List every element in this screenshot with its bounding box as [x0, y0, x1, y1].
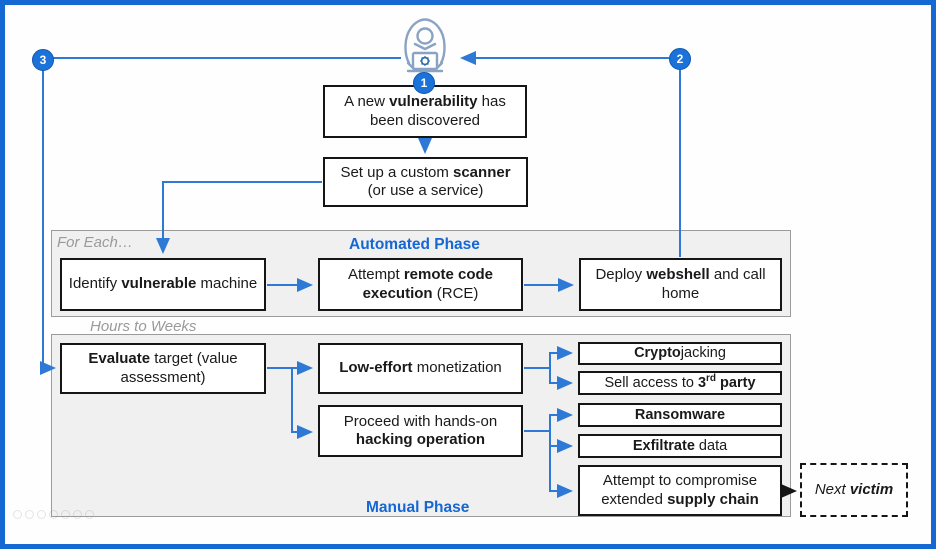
node-identify-vulnerable-machine: Identify vulnerable machine: [60, 258, 266, 311]
node-low-effort-monetization: Low-effort monetization: [318, 343, 523, 394]
node-attempt-rce: Attempt remote code execution (RCE): [318, 258, 523, 311]
node-exfiltrate-data: Exfiltrate data: [578, 434, 782, 458]
node-setup-scanner: Set up a custom scanner (or use a servic…: [323, 157, 528, 207]
automated-phase-label: Automated Phase: [349, 236, 480, 253]
node-ransomware: Ransomware: [578, 403, 782, 427]
node-hands-on-hacking: Proceed with hands-on hacking operation: [318, 405, 523, 457]
gear-icon: [420, 56, 430, 66]
watermark: [13, 510, 94, 519]
hours-to-weeks-label: Hours to Weeks: [90, 318, 197, 335]
for-each-label: For Each…: [57, 234, 133, 251]
step-badge-2: 2: [669, 48, 691, 70]
node-deploy-webshell: Deploy webshell and call home: [579, 258, 782, 311]
step-badge-1: 1: [413, 72, 435, 94]
node-cryptojacking: Cryptojacking: [578, 342, 782, 365]
node-supply-chain: Attempt to compromise extended supply ch…: [578, 465, 782, 516]
node-next-victim: Next victim: [800, 463, 908, 517]
hacker-laptop-icon: [404, 18, 446, 73]
manual-phase-label: Manual Phase: [366, 499, 470, 516]
node-sell-access: Sell access to 3rd party: [578, 371, 782, 395]
step-badge-3: 3: [32, 49, 54, 71]
node-evaluate-target: Evaluate target (value assessment): [60, 343, 266, 394]
